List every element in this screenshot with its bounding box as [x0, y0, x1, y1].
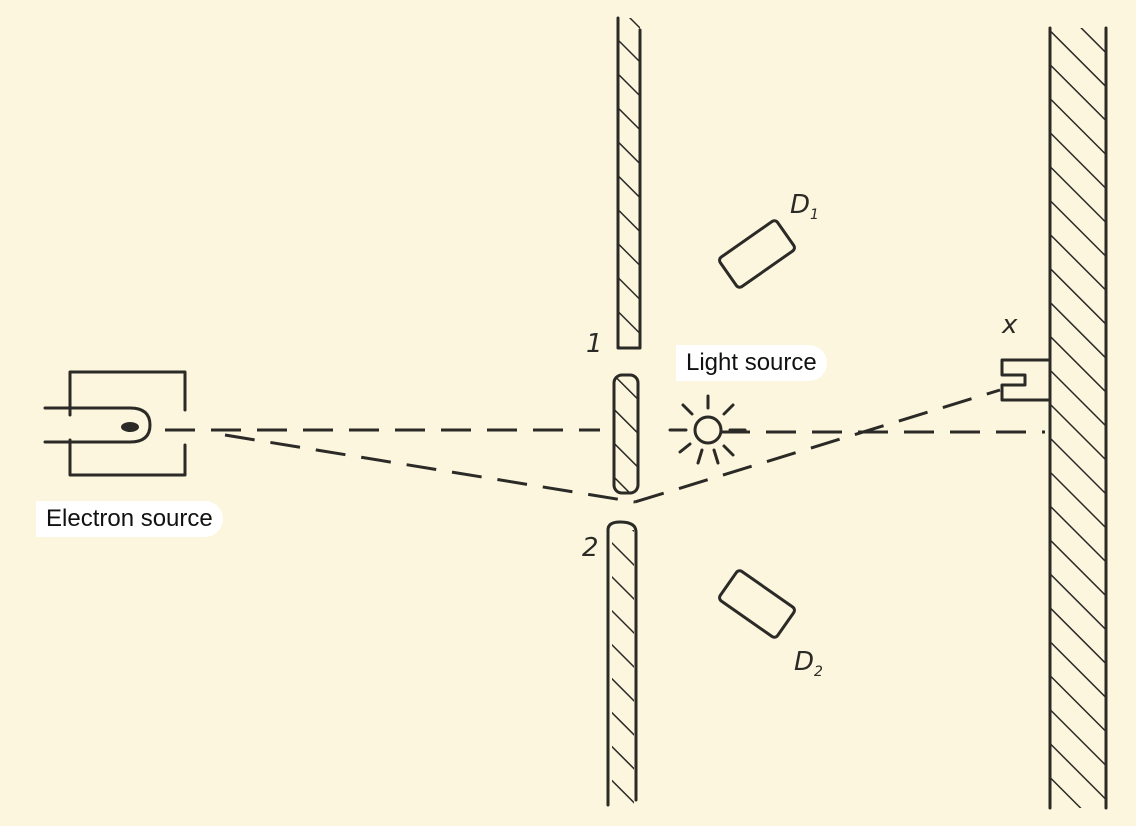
light-source-label: Light source [676, 345, 827, 381]
electron-source-label: Electron source [36, 501, 223, 537]
slit-wall [606, 16, 642, 807]
backstop-screen [1048, 26, 1108, 810]
slit-1-label: 1 [586, 329, 603, 359]
electron-emitter [121, 422, 139, 432]
detector-d2-label: D2 [794, 647, 823, 680]
electron-paths [165, 388, 1045, 504]
detector-d2 [718, 569, 796, 639]
detector-x [1000, 358, 1050, 402]
detector-d1-label: D1 [790, 190, 819, 223]
path-to-slit-2 [224, 433, 636, 504]
point-x-label: x [1001, 310, 1018, 340]
path-from-slit-2-to-x [634, 388, 1001, 504]
electron-gun [43, 370, 187, 477]
light-source-lamp [668, 394, 747, 465]
slit-2-label: 2 [582, 533, 599, 563]
detector-d1 [718, 219, 796, 289]
